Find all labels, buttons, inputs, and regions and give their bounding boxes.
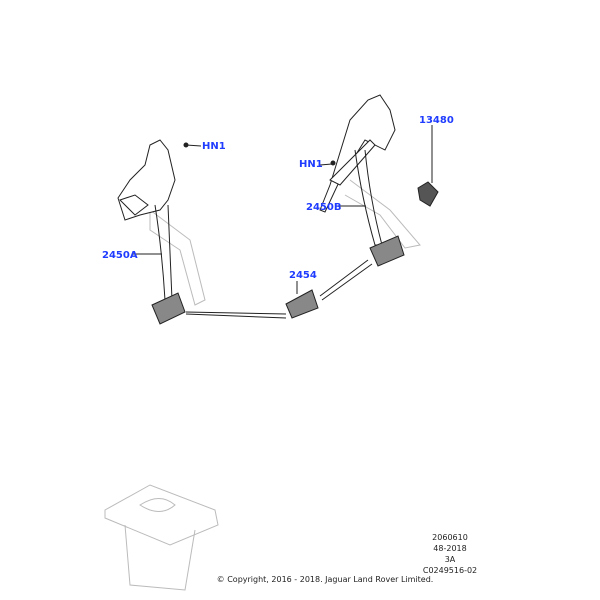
callout-13480[interactable]: 13480 bbox=[419, 115, 454, 126]
right-accelerator-ghost bbox=[344, 179, 421, 249]
connector-lines bbox=[185, 259, 373, 319]
left-pedal-bracket bbox=[117, 139, 176, 221]
leader-lines bbox=[133, 125, 433, 294]
callout-2454[interactable]: 2454 bbox=[289, 270, 317, 281]
right-pedal-bracket bbox=[319, 94, 396, 213]
brake-pad-2454 bbox=[285, 289, 319, 319]
callout-hn1-left[interactable]: HN1 bbox=[202, 141, 226, 152]
diagram-code: C0249516-02 bbox=[422, 566, 478, 575]
brake-pad-2450b bbox=[369, 235, 405, 267]
diagram-number: 2060610 bbox=[432, 533, 468, 542]
copyright-text: © Copyright, 2016 - 2018. Jaguar Land Ro… bbox=[216, 575, 434, 584]
brake-pedal-arm-left bbox=[154, 204, 173, 301]
diagram-date: 48-2018 bbox=[433, 544, 467, 553]
gear-selector-ghost bbox=[104, 484, 219, 591]
callout-hn1-right[interactable]: HN1 bbox=[299, 159, 323, 170]
left-accelerator-ghost bbox=[149, 209, 206, 306]
diagram-revision: 3A bbox=[444, 555, 456, 564]
callout-2450a[interactable]: 2450A bbox=[102, 250, 138, 261]
brake-switch-13480 bbox=[417, 181, 439, 207]
brake-pedal-arm-right bbox=[354, 149, 383, 246]
callout-2450b[interactable]: 2450B bbox=[306, 202, 342, 213]
brake-pad-2450a bbox=[151, 292, 186, 325]
